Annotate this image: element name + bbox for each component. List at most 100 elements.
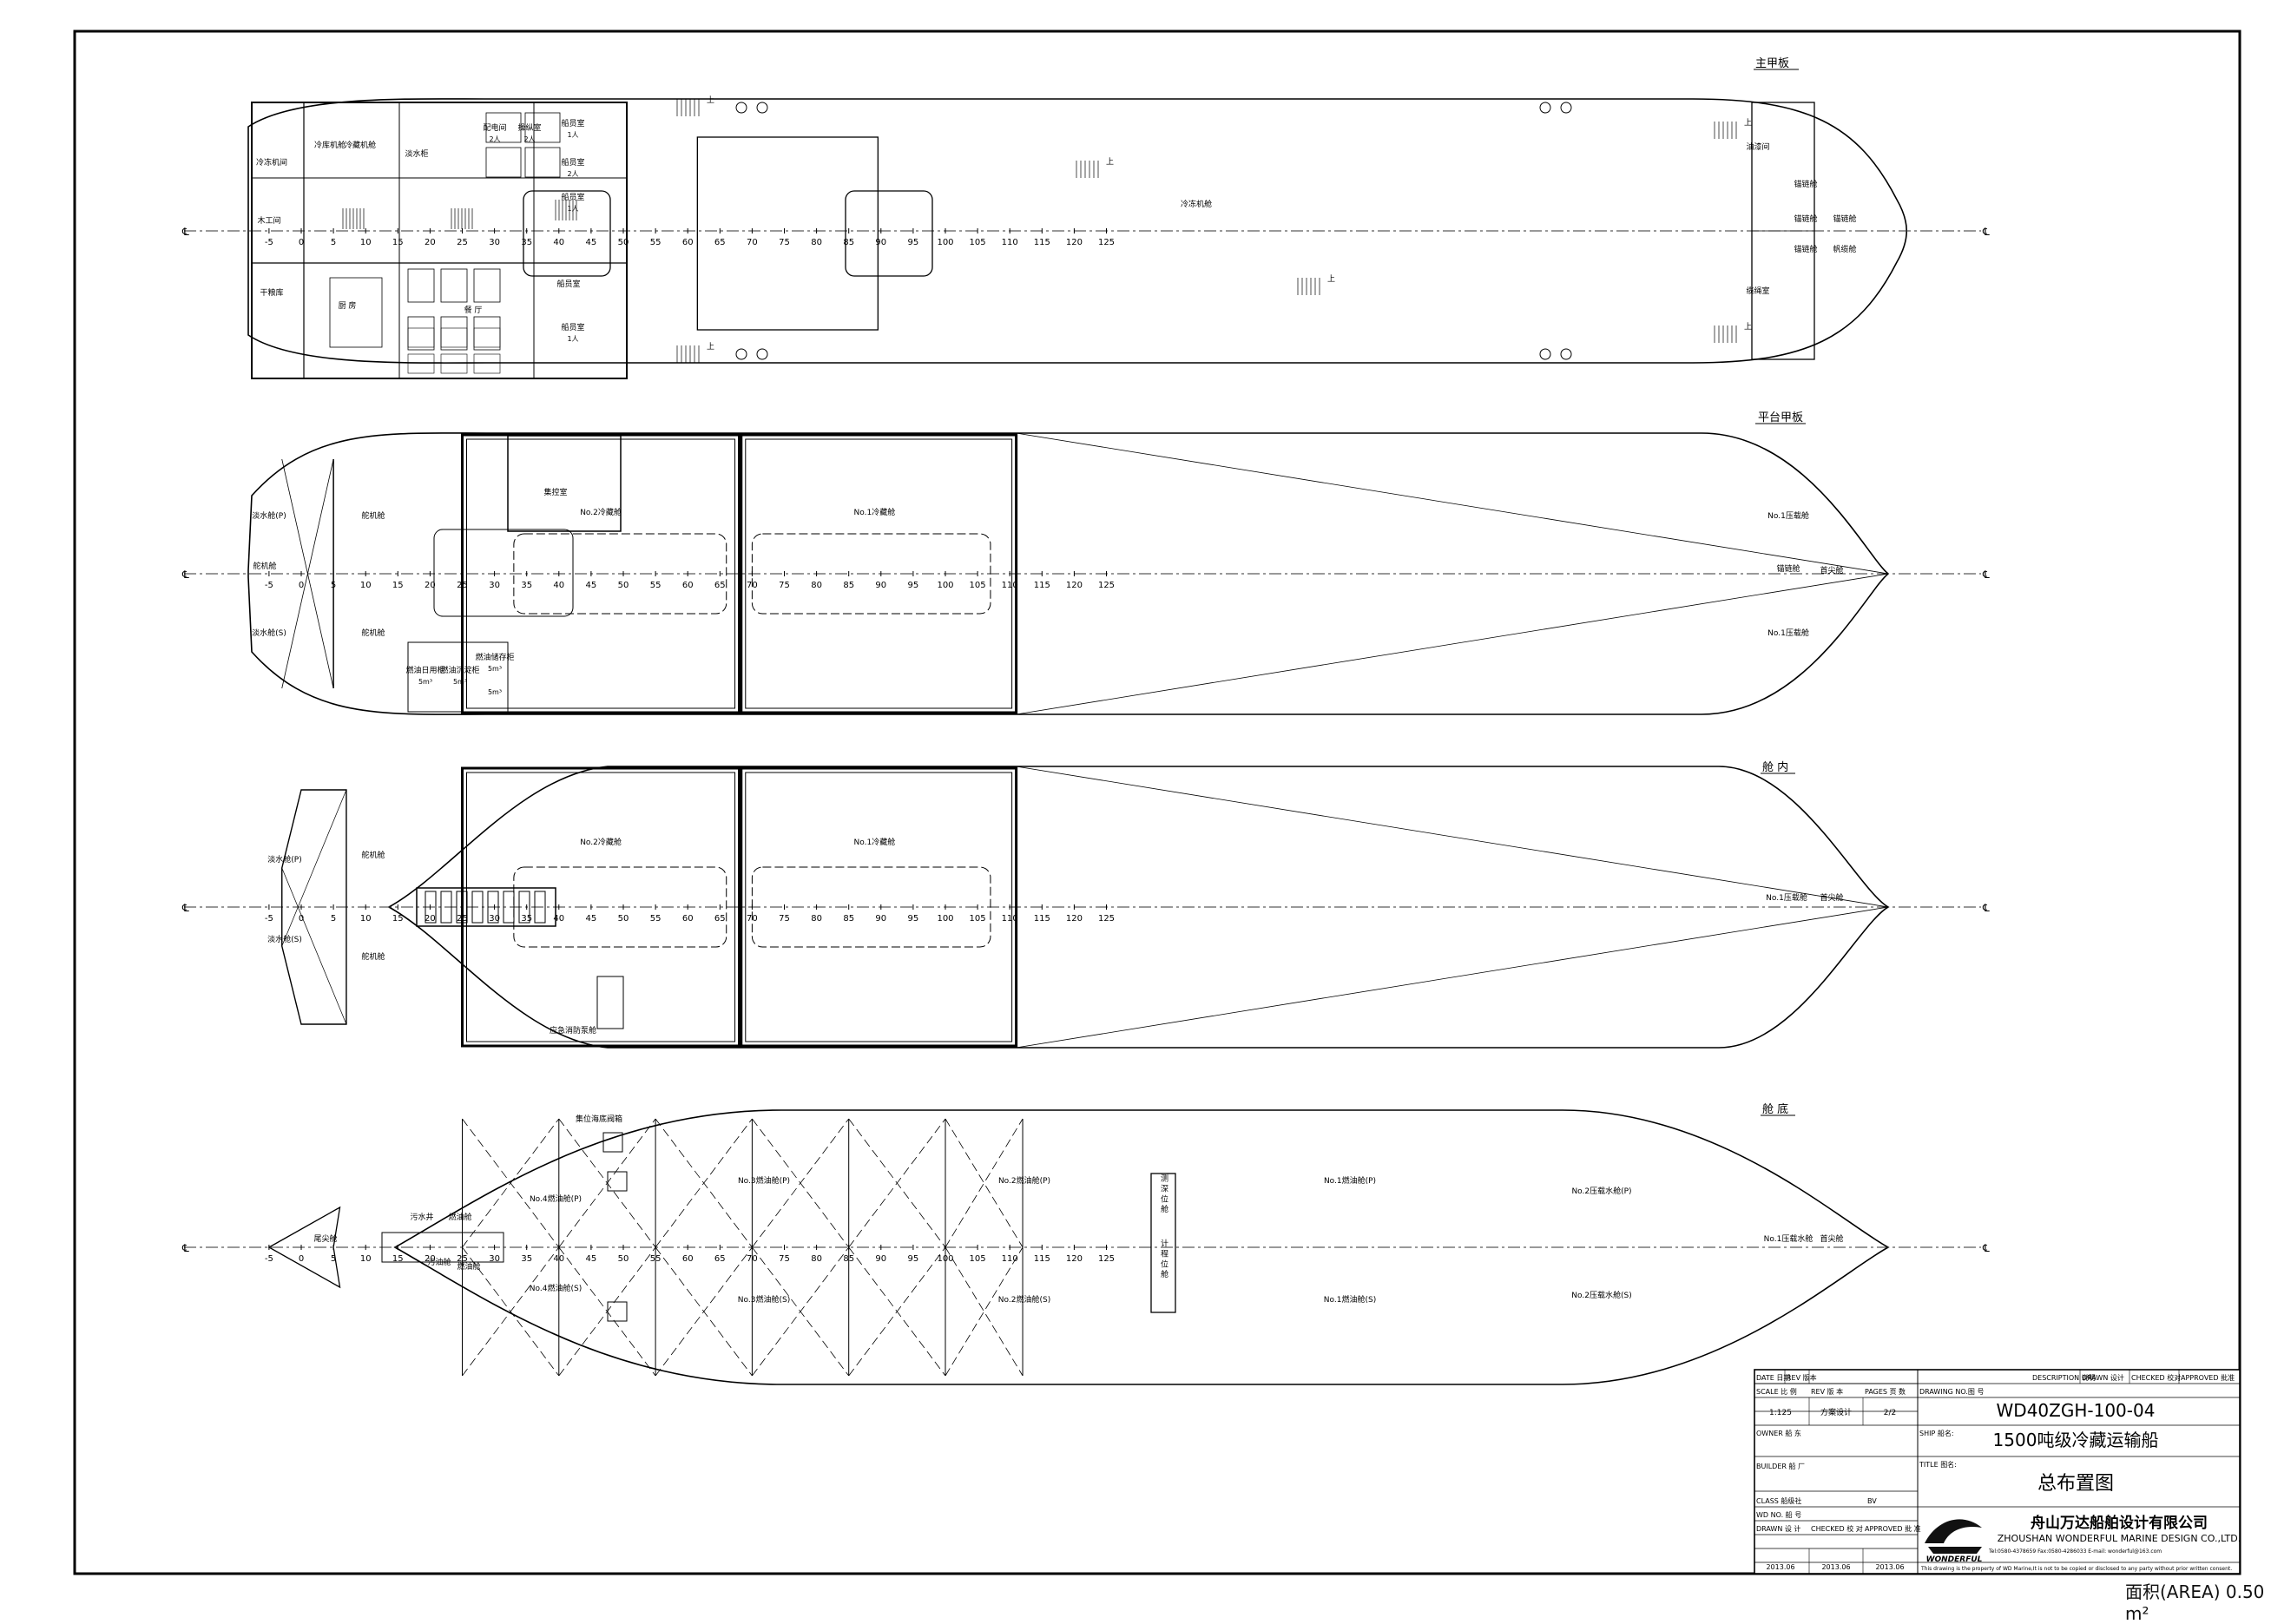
room-label: No.2压载水舱(P) bbox=[1571, 1186, 1631, 1196]
tb-pages-value: 2/2 bbox=[1884, 1409, 1896, 1417]
tb-contact: Tel:0580-4378659 Fax:0580-4286033 E-mail… bbox=[1988, 1548, 2162, 1555]
sea-chest-label: 集位海底阀箱 bbox=[576, 1114, 622, 1124]
room-label: 燃油舱 bbox=[457, 1261, 480, 1272]
control-room-box bbox=[507, 435, 622, 532]
tb-rev-label: REV 版 本 bbox=[1811, 1387, 1843, 1396]
ladder bbox=[676, 345, 700, 363]
room-label: No.1压载舱 bbox=[1767, 510, 1809, 521]
room-label: 淡水舱(S) bbox=[252, 628, 286, 638]
tank-diagonal bbox=[848, 1118, 946, 1248]
frame-label: 40 bbox=[553, 238, 564, 247]
bollard bbox=[756, 102, 768, 114]
forepeak-diagonal bbox=[1016, 432, 1889, 575]
up-mark: 上 bbox=[707, 342, 714, 352]
tb-scale-label: SCALE 比 例 bbox=[1756, 1387, 1797, 1396]
frame-label: 65 bbox=[714, 914, 726, 924]
room-label: No.2燃油舱(S) bbox=[998, 1294, 1050, 1305]
room-label: No.1冷藏舱 bbox=[854, 507, 896, 517]
room-label: No.1燃油舱(S) bbox=[1324, 1294, 1376, 1305]
frame-label: 125 bbox=[1098, 914, 1115, 924]
room-label: 锚链舱 bbox=[1794, 179, 1817, 189]
frame-label: 85 bbox=[843, 238, 854, 247]
mess-table bbox=[473, 268, 501, 303]
engine-cylinder bbox=[456, 891, 468, 924]
tb-company-en: ZHOUSHAN WONDERFUL MARINE DESIGN CO.,LTD… bbox=[1998, 1533, 2241, 1544]
stern-tank bbox=[267, 1206, 341, 1289]
frame-label: 20 bbox=[425, 581, 436, 590]
mess-table bbox=[440, 353, 468, 374]
hatch-opening-no1 bbox=[751, 533, 991, 615]
room-detail: 1人 bbox=[567, 205, 578, 213]
frame-label: 15 bbox=[392, 1254, 404, 1264]
tank-diagonal bbox=[945, 1246, 1024, 1377]
frame-label: 115 bbox=[1034, 1254, 1050, 1264]
shaft-tunnel bbox=[381, 1232, 504, 1263]
tb-rev-header: REV 版本 bbox=[1787, 1373, 1817, 1382]
frame-label: 95 bbox=[908, 581, 919, 590]
forepeak-diagonal bbox=[1016, 573, 1889, 715]
room-label: 燃油储存柜 bbox=[475, 652, 514, 662]
frame-label: 80 bbox=[811, 1254, 822, 1264]
centerline-mark-left: ℄ bbox=[181, 226, 189, 238]
frame-label: 0 bbox=[299, 1254, 304, 1264]
room-label: 燃油沉淀柜 bbox=[440, 665, 479, 675]
room-label: 集控室 bbox=[543, 487, 567, 497]
frame-label: 30 bbox=[489, 1254, 500, 1264]
aft-diagonal bbox=[281, 789, 347, 947]
frame-label: 105 bbox=[970, 581, 986, 590]
frame-label: 80 bbox=[811, 914, 822, 924]
logo-hull bbox=[1928, 1547, 1982, 1554]
room-label: 尾尖舱 bbox=[313, 1233, 337, 1244]
centerline-mark-left: ℄ bbox=[181, 902, 189, 914]
room-label: 配电间 bbox=[483, 122, 506, 133]
frame-label: 35 bbox=[521, 238, 532, 247]
room-label: 淡水柜 bbox=[405, 148, 428, 159]
tb-owner-label: OWNER 船 东 bbox=[1756, 1429, 1801, 1437]
frame-label: 105 bbox=[970, 914, 986, 924]
frame-label: 50 bbox=[618, 581, 629, 590]
forepeak-diagonal bbox=[1016, 766, 1889, 908]
hatch-cover-no2 bbox=[523, 190, 611, 277]
room-label: 锚链舱 bbox=[1776, 563, 1800, 574]
tb-rev-header: APPROVED 批准 bbox=[2181, 1373, 2235, 1382]
engine-cylinder bbox=[503, 891, 515, 924]
logo-text: WONDERFUL bbox=[1926, 1555, 1983, 1564]
tb-rev-value: 方案设计 bbox=[1820, 1407, 1852, 1417]
bollard bbox=[735, 348, 747, 360]
centerline-mark-right: ℄ bbox=[1982, 226, 1990, 238]
room-label: No.1冷藏舱 bbox=[854, 837, 896, 847]
frame-label: 10 bbox=[360, 1254, 372, 1264]
bollard bbox=[1560, 102, 1572, 114]
deck-title-hold: 舱 内 bbox=[1762, 760, 1788, 774]
frame-label: 55 bbox=[650, 238, 662, 247]
frame-label: 90 bbox=[875, 238, 886, 247]
company-logo: WONDERFUL bbox=[1925, 1519, 1983, 1564]
room-label: 淡水舱(P) bbox=[267, 854, 301, 865]
tb-approved-label: APPROVED 批 准 bbox=[1865, 1524, 1921, 1533]
tank-diagonal bbox=[655, 1246, 753, 1377]
centerline-mark-right: ℄ bbox=[1982, 569, 1990, 581]
frame-label: 25 bbox=[457, 238, 468, 247]
hold-no2-bulkheads bbox=[461, 766, 741, 1048]
room-label: 舵机舱 bbox=[253, 561, 276, 571]
tb-ship-label: SHIP 船名: bbox=[1919, 1429, 1954, 1437]
frame-label: 5 bbox=[331, 238, 336, 247]
frame-label: 95 bbox=[908, 1254, 919, 1264]
room-label: 操纵室 bbox=[517, 122, 541, 133]
cabin bbox=[485, 147, 522, 178]
frame-label: 110 bbox=[1002, 581, 1018, 590]
tank-diagonal bbox=[462, 1246, 560, 1377]
frame-label: 80 bbox=[811, 238, 822, 247]
engine-cylinder bbox=[440, 891, 452, 924]
room-label: 应急消防泵舱 bbox=[550, 1025, 596, 1036]
tb-disclaimer: This drawing is the property of WD Marin… bbox=[1920, 1566, 2232, 1572]
frame-label: 110 bbox=[1002, 238, 1018, 247]
room-detail: 2人 bbox=[489, 135, 500, 143]
frame-label: 10 bbox=[360, 581, 372, 590]
centerline-mark-right: ℄ bbox=[1982, 1242, 1990, 1254]
frame-label: 45 bbox=[586, 914, 597, 924]
room-label: 燃油日用柜 bbox=[405, 665, 444, 675]
frame-label: 90 bbox=[875, 914, 886, 924]
tank-diagonal bbox=[752, 1118, 850, 1248]
